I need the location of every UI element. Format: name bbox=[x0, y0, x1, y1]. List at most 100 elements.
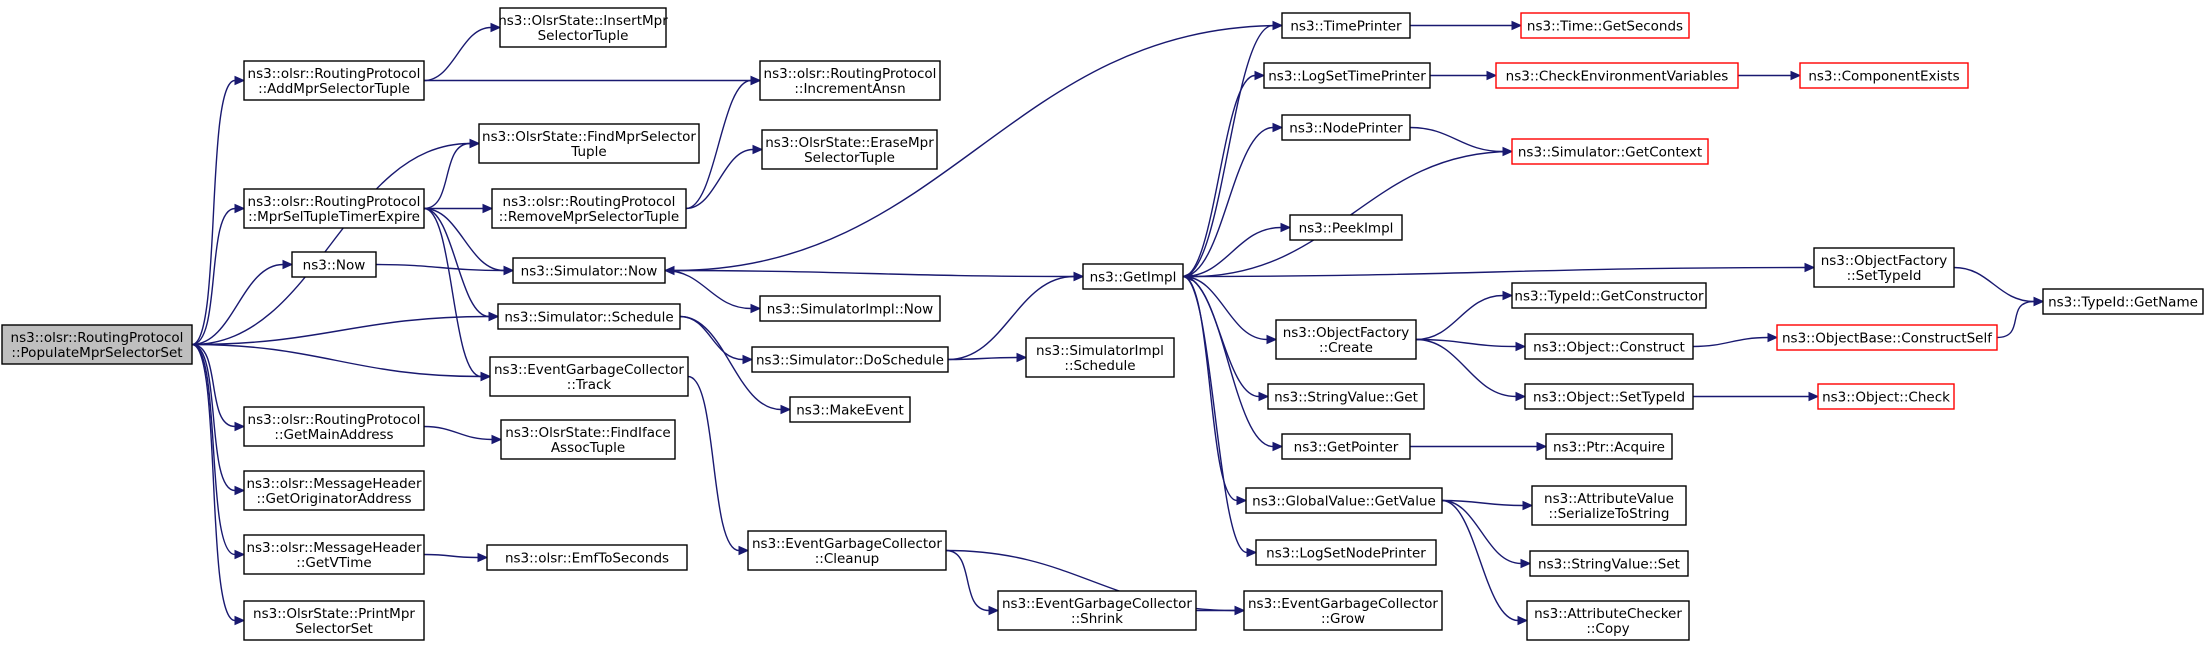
node-box-root[interactable] bbox=[1, 324, 193, 365]
node-box-now[interactable] bbox=[291, 251, 377, 278]
node-simGetCtx[interactable]: ns3::Simulator::GetContext bbox=[1511, 138, 1709, 165]
node-box-globalGet[interactable] bbox=[1245, 487, 1443, 514]
node-box-objSetTypeId[interactable] bbox=[1524, 383, 1694, 410]
node-objCheck[interactable]: ns3::Object::Check bbox=[1817, 383, 1955, 410]
node-root[interactable]: ns3::olsr::RoutingProtocol::PopulateMprS… bbox=[1, 324, 193, 365]
node-box-getVTime[interactable] bbox=[243, 534, 425, 575]
node-box-peekImpl[interactable] bbox=[1289, 214, 1403, 241]
node-now[interactable]: ns3::Now bbox=[291, 251, 377, 278]
node-box-egcCleanup[interactable] bbox=[747, 530, 947, 571]
node-box-findIface[interactable] bbox=[500, 419, 676, 460]
node-removeMpr[interactable]: ns3::olsr::RoutingProtocol::RemoveMprSel… bbox=[491, 188, 687, 229]
node-getOrigAddr[interactable]: ns3::olsr::MessageHeader::GetOriginatorA… bbox=[243, 470, 425, 511]
node-checkEnv[interactable]: ns3::CheckEnvironmentVariables bbox=[1495, 62, 1739, 89]
node-getMainAddr[interactable]: ns3::olsr::RoutingProtocol::GetMainAddre… bbox=[243, 406, 425, 447]
node-egcShrink[interactable]: ns3::EventGarbageCollector::Shrink bbox=[997, 590, 1197, 631]
node-box-makeEvent[interactable] bbox=[789, 396, 911, 423]
node-box-nodePrinter[interactable] bbox=[1281, 114, 1411, 141]
node-getPointer[interactable]: ns3::GetPointer bbox=[1281, 433, 1411, 460]
node-box-timePrinter[interactable] bbox=[1281, 12, 1411, 39]
node-compExists[interactable]: ns3::ComponentExists bbox=[1799, 62, 1969, 89]
node-box-logSetTime[interactable] bbox=[1263, 62, 1431, 89]
node-peekImpl[interactable]: ns3::PeekImpl bbox=[1289, 214, 1403, 241]
node-box-getImpl[interactable] bbox=[1082, 263, 1184, 290]
node-box-checkEnv[interactable] bbox=[1495, 62, 1739, 89]
node-ofCreate[interactable]: ns3::ObjectFactory::Create bbox=[1275, 319, 1417, 360]
node-getVTime[interactable]: ns3::olsr::MessageHeader::GetVTime bbox=[243, 534, 425, 575]
node-box-getMainAddr[interactable] bbox=[243, 406, 425, 447]
node-timePrinter[interactable]: ns3::TimePrinter bbox=[1281, 12, 1411, 39]
node-box-egcShrink[interactable] bbox=[997, 590, 1197, 631]
node-box-egcGrow[interactable] bbox=[1243, 590, 1443, 631]
node-box-logSetNode[interactable] bbox=[1255, 539, 1437, 566]
node-attrSerialize[interactable]: ns3::AttributeValue::SerializeToString bbox=[1531, 485, 1687, 526]
node-box-strValSet[interactable] bbox=[1529, 550, 1689, 577]
node-box-eraseMpr[interactable] bbox=[761, 129, 938, 170]
node-mprSelExpire[interactable]: ns3::olsr::RoutingProtocol::MprSelTupleT… bbox=[243, 188, 425, 229]
node-incAnsn[interactable]: ns3::olsr::RoutingProtocol::IncrementAns… bbox=[759, 60, 941, 101]
node-getImpl[interactable]: ns3::GetImpl bbox=[1082, 263, 1184, 290]
node-globalGet[interactable]: ns3::GlobalValue::GetValue bbox=[1245, 487, 1443, 514]
node-egcGrow[interactable]: ns3::EventGarbageCollector::Grow bbox=[1243, 590, 1443, 631]
node-box-strValGet[interactable] bbox=[1267, 383, 1425, 410]
node-simImplSchedule[interactable]: ns3::SimulatorImpl::Schedule bbox=[1025, 337, 1175, 378]
node-objConstruct[interactable]: ns3::Object::Construct bbox=[1524, 333, 1694, 360]
node-emfToSec[interactable]: ns3::olsr::EmfToSeconds bbox=[486, 544, 688, 571]
node-timeGetSec[interactable]: ns3::Time::GetSeconds bbox=[1520, 12, 1690, 39]
node-box-insertMpr[interactable] bbox=[499, 7, 667, 48]
node-box-attrCheckerCopy[interactable] bbox=[1526, 600, 1690, 641]
node-box-getPointer[interactable] bbox=[1281, 433, 1411, 460]
node-box-objConstruct[interactable] bbox=[1524, 333, 1694, 360]
node-box-egcTrack[interactable] bbox=[489, 356, 689, 397]
node-box-emfToSec[interactable] bbox=[486, 544, 688, 571]
node-strValGet[interactable]: ns3::StringValue::Get bbox=[1267, 383, 1425, 410]
node-box-objBaseConstruct[interactable] bbox=[1776, 324, 1998, 351]
node-objBaseConstruct[interactable]: ns3::ObjectBase::ConstructSelf bbox=[1776, 324, 1998, 351]
node-box-objCheck[interactable] bbox=[1817, 383, 1955, 410]
node-box-simDoSchedule[interactable] bbox=[751, 346, 949, 373]
node-box-removeMpr[interactable] bbox=[491, 188, 687, 229]
node-box-timeGetSec[interactable] bbox=[1520, 12, 1690, 39]
node-logSetNode[interactable]: ns3::LogSetNodePrinter bbox=[1255, 539, 1437, 566]
node-objSetTypeId[interactable]: ns3::Object::SetTypeId bbox=[1524, 383, 1694, 410]
node-box-simSchedule[interactable] bbox=[497, 303, 681, 330]
node-box-ofSetTypeId[interactable] bbox=[1813, 247, 1955, 288]
node-box-typeIdGetCtor[interactable] bbox=[1511, 282, 1707, 309]
node-box-simNow[interactable] bbox=[512, 257, 666, 284]
node-simImplNow[interactable]: ns3::SimulatorImpl::Now bbox=[759, 295, 941, 322]
node-simNow[interactable]: ns3::Simulator::Now bbox=[512, 257, 666, 284]
node-box-simImplNow[interactable] bbox=[759, 295, 941, 322]
node-typeIdGetName[interactable]: ns3::TypeId::GetName bbox=[2042, 288, 2204, 315]
node-box-getOrigAddr[interactable] bbox=[243, 470, 425, 511]
node-egcTrack[interactable]: ns3::EventGarbageCollector::Track bbox=[489, 356, 689, 397]
node-typeIdGetCtor[interactable]: ns3::TypeId::GetConstructor bbox=[1511, 282, 1707, 309]
node-egcCleanup[interactable]: ns3::EventGarbageCollector::Cleanup bbox=[747, 530, 947, 571]
node-box-findMpr[interactable] bbox=[478, 123, 700, 164]
node-box-incAnsn[interactable] bbox=[759, 60, 941, 101]
node-box-typeIdGetName[interactable] bbox=[2042, 288, 2204, 315]
node-box-simImplSchedule[interactable] bbox=[1025, 337, 1175, 378]
node-logSetTime[interactable]: ns3::LogSetTimePrinter bbox=[1263, 62, 1431, 89]
node-strValSet[interactable]: ns3::StringValue::Set bbox=[1529, 550, 1689, 577]
node-ptrAcquire[interactable]: ns3::Ptr::Acquire bbox=[1545, 433, 1673, 460]
node-box-ofCreate[interactable] bbox=[1275, 319, 1417, 360]
node-box-mprSelExpire[interactable] bbox=[243, 188, 425, 229]
node-addMprSel[interactable]: ns3::olsr::RoutingProtocol::AddMprSelect… bbox=[243, 60, 425, 101]
node-simDoSchedule[interactable]: ns3::Simulator::DoSchedule bbox=[751, 346, 949, 373]
node-attrCheckerCopy[interactable]: ns3::AttributeChecker::Copy bbox=[1526, 600, 1690, 641]
node-simSchedule[interactable]: ns3::Simulator::Schedule bbox=[497, 303, 681, 330]
node-makeEvent[interactable]: ns3::MakeEvent bbox=[789, 396, 911, 423]
node-box-simGetCtx[interactable] bbox=[1511, 138, 1709, 165]
node-ofSetTypeId[interactable]: ns3::ObjectFactory::SetTypeId bbox=[1813, 247, 1955, 288]
node-box-addMprSel[interactable] bbox=[243, 60, 425, 101]
node-box-ptrAcquire[interactable] bbox=[1545, 433, 1673, 460]
node-nodePrinter[interactable]: ns3::NodePrinter bbox=[1281, 114, 1411, 141]
node-box-compExists[interactable] bbox=[1799, 62, 1969, 89]
node-box-attrSerialize[interactable] bbox=[1531, 485, 1687, 526]
node-box-printMpr[interactable] bbox=[243, 600, 425, 641]
